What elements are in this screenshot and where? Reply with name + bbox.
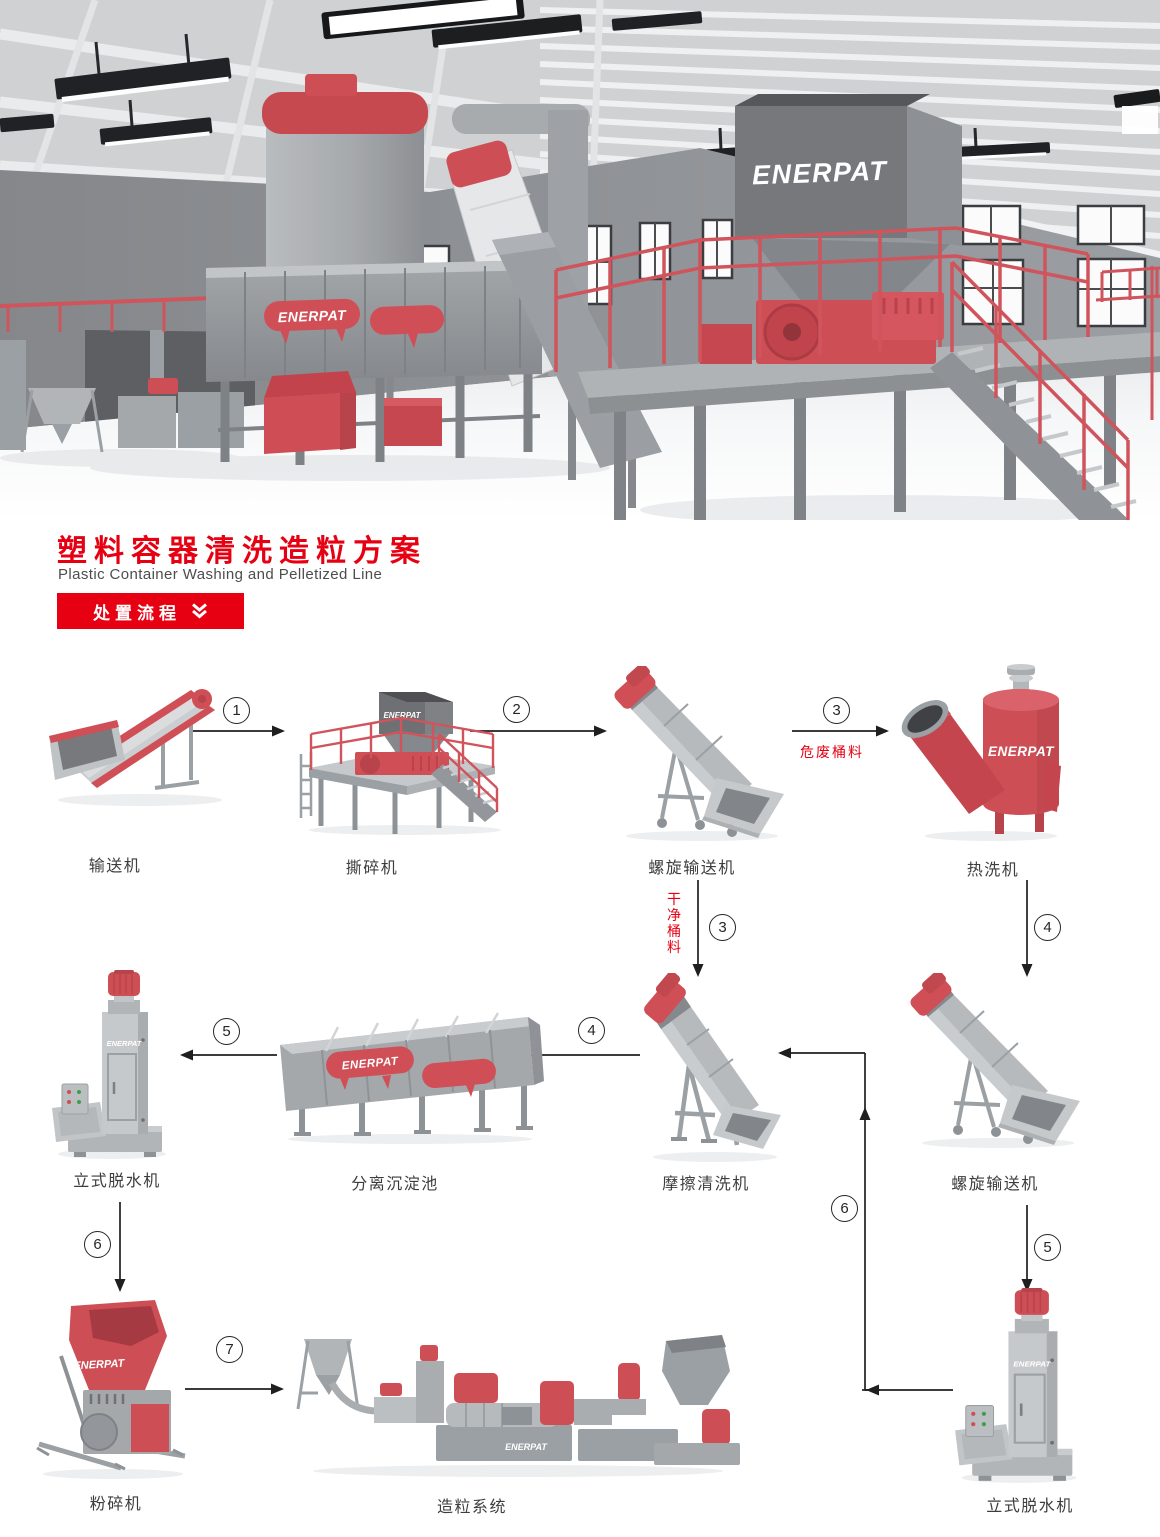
shredder-logo: ENERPAT: [383, 711, 421, 720]
step-circle-3b: 3: [709, 914, 736, 941]
platform: [578, 332, 1160, 520]
step-circle-2: 2: [503, 696, 530, 723]
window-mullions: [583, 206, 1145, 326]
hot-washer-logo: ENERPAT: [988, 744, 1055, 759]
hero-factory-render: ENERPAT ENERPAT: [0, 0, 1160, 520]
page-title: 塑料容器清洗造粒方案: [57, 535, 427, 568]
machine-sedimentation-tank: ENERPAT: [280, 1012, 544, 1144]
machine-vertical-dewatering-1: ENERPAT: [52, 970, 166, 1159]
step-circle-4b: 4: [578, 1017, 605, 1044]
machine-friction-washer: [644, 973, 781, 1162]
step-circle-7: 7: [216, 1336, 243, 1363]
step-circle-1: 1: [223, 697, 250, 724]
washing-tank: ENERPAT: [206, 260, 542, 465]
note-clean-barrels: 干净桶料: [667, 891, 681, 955]
step-circle-3a: 3: [823, 697, 850, 724]
machine-vertical-dewatering-2: ENERPAT: [955, 1288, 1077, 1483]
right-red-frame: [1095, 266, 1160, 420]
page-subtitle: Plastic Container Washing and Pelletized…: [58, 566, 383, 583]
label-conveyor: 输送机: [88, 858, 142, 875]
note-hazardous-barrels: 危废桶料: [800, 744, 864, 760]
label-sedimentation: 分离沉淀池: [351, 1176, 439, 1193]
dewater1-logo: ENERPAT: [107, 1039, 143, 1048]
shredder-machine-hero: [700, 292, 944, 364]
dewater2-logo: ENERPAT: [1013, 1359, 1051, 1368]
step-circle-5b: 5: [1034, 1234, 1061, 1261]
label-pelletizing: 造粒系统: [436, 1499, 508, 1516]
big-hopper: ENERPAT: [735, 94, 962, 308]
pelletizing-logo: ENERPAT: [505, 1442, 548, 1452]
step-circle-6a: 6: [84, 1231, 111, 1258]
process-flow-button-label: 处置流程: [93, 603, 181, 623]
label-crusher: 粉碎机: [89, 1496, 143, 1513]
machine-conveyor: [49, 689, 222, 806]
hero-hopper-logo: ENERPAT: [752, 156, 889, 191]
step-circle-4a: 4: [1034, 914, 1061, 941]
machine-screw-conveyor-1: [614, 666, 784, 841]
step-circle-5a: 5: [213, 1018, 240, 1045]
label-dewater-2: 立式脱水机: [986, 1498, 1074, 1515]
machine-pelletizing-system: ENERPAT: [296, 1335, 740, 1477]
machine-screw-conveyor-2: [910, 973, 1080, 1148]
double-chevron-down-icon: [192, 603, 207, 619]
label-shredder: 撕碎机: [345, 860, 399, 877]
process-flow-button[interactable]: 处置流程: [57, 593, 244, 629]
floor-shadows: [0, 449, 1120, 520]
step-circle-6b: 6: [831, 1195, 858, 1222]
label-hot-washer: 热洗机: [966, 862, 1020, 879]
left-machines: [0, 296, 244, 453]
staircase: [930, 260, 1137, 520]
machine-shredder: ENERPAT: [299, 692, 501, 835]
label-screw-1: 螺旋输送机: [648, 860, 736, 877]
machine-hot-washer: ENERPAT: [901, 664, 1061, 841]
label-screw-2: 螺旋输送机: [951, 1176, 1039, 1193]
label-dewater-1: 立式脱水机: [73, 1173, 161, 1190]
sedimentation-logo: ENERPAT: [341, 1056, 399, 1073]
tank-logo: ENERPAT: [278, 307, 348, 325]
crusher-logo: ENERPAT: [73, 1358, 126, 1373]
platform-railings: [554, 226, 1090, 372]
label-friction: 摩擦清洗机: [662, 1176, 750, 1193]
machine-crusher: ENERPAT: [36, 1300, 186, 1479]
